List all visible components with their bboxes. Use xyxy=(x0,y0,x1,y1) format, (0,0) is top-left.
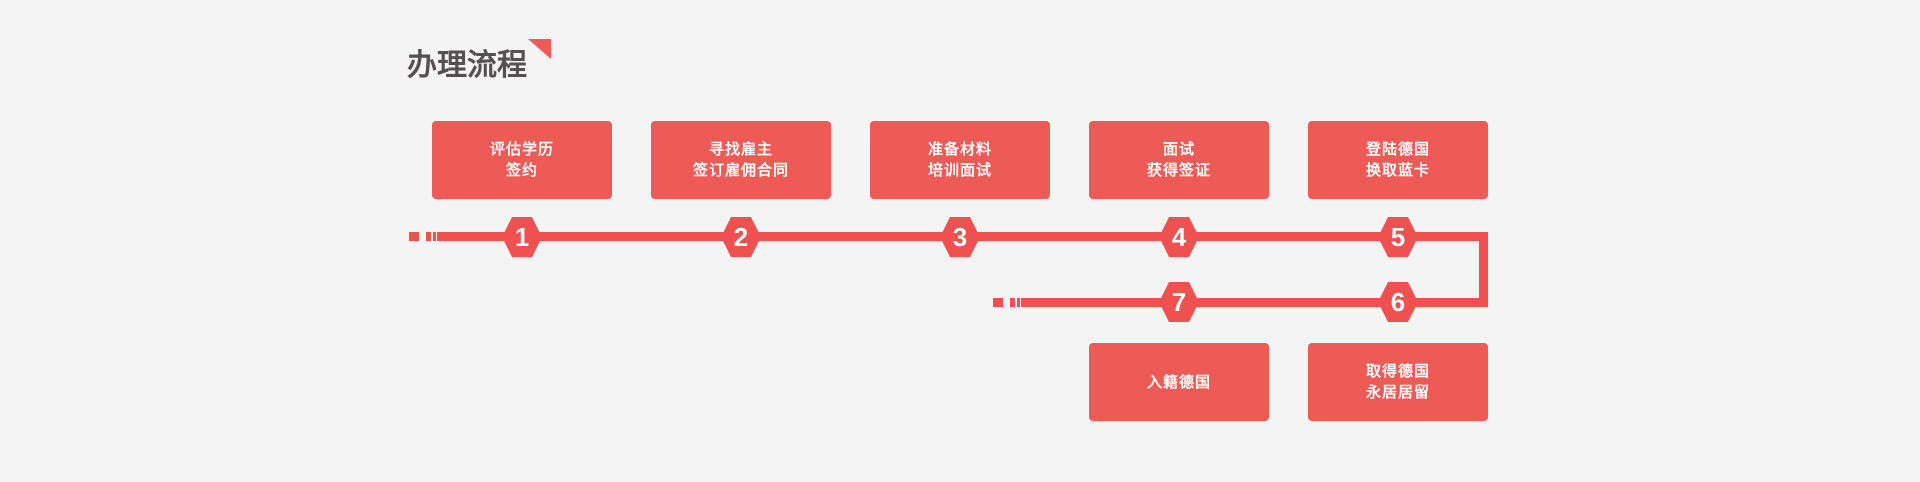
step-box-4: 面试 获得签证 xyxy=(1089,121,1269,199)
step-box-5: 登陆德国 换取蓝卡 xyxy=(1308,121,1488,199)
hexagon-step-6: 6 xyxy=(1378,282,1418,322)
timeline-row1-start-dash1-icon xyxy=(426,232,431,241)
step-box-1: 评估学历 签约 xyxy=(432,121,612,199)
step-7-label-line1: 入籍德国 xyxy=(1146,373,1211,391)
timeline-row2-start-square-icon xyxy=(993,298,1003,307)
timeline-row1-start-dash2-icon xyxy=(433,232,436,241)
hexagon-step-5: 5 xyxy=(1378,217,1418,257)
step-box-3: 准备材料 培训面试 xyxy=(870,121,1050,199)
hexagon-step-7-number: 7 xyxy=(1171,287,1187,317)
hexagon-step-6-number: 6 xyxy=(1390,287,1406,317)
step-6-label-line2: 永居居留 xyxy=(1365,384,1430,401)
corner-triangle-icon xyxy=(528,39,551,59)
timeline-row1-start-square-icon xyxy=(409,232,419,241)
hexagon-step-3: 3 xyxy=(940,217,980,257)
hexagon-step-2: 2 xyxy=(721,217,761,257)
hexagon-step-4: 4 xyxy=(1159,217,1199,257)
timeline-row2-start-dash2-icon xyxy=(1017,298,1020,307)
hexagon-step-5-number: 5 xyxy=(1390,222,1406,252)
step-5-label-line1: 登陆德国 xyxy=(1365,141,1430,158)
step-box-2: 寻找雇主 签订雇佣合同 xyxy=(651,121,831,199)
step-3-label-line2: 培训面试 xyxy=(927,162,992,179)
step-4-label-line2: 获得签证 xyxy=(1146,162,1211,179)
page-title: 办理流程 xyxy=(407,49,527,82)
step-1-label-line2: 签约 xyxy=(505,162,538,179)
step-2-label-line2: 签订雇佣合同 xyxy=(692,162,789,179)
step-1-label-line1: 评估学历 xyxy=(489,141,554,158)
step-4-label-line1: 面试 xyxy=(1162,141,1195,158)
timeline-row2-line xyxy=(1021,298,1488,307)
step-box-7: 入籍德国 xyxy=(1089,343,1269,421)
hexagon-step-7: 7 xyxy=(1159,282,1199,322)
hexagon-step-4-number: 4 xyxy=(1171,222,1187,252)
hexagon-step-1: 1 xyxy=(502,217,542,257)
step-6-label-line1: 取得德国 xyxy=(1365,363,1430,380)
timeline-corner-connector xyxy=(1479,232,1488,307)
hexagon-step-3-number: 3 xyxy=(952,222,968,252)
step-5-label-line2: 换取蓝卡 xyxy=(1365,162,1430,179)
hexagon-step-1-number: 1 xyxy=(514,222,530,252)
step-box-6: 取得德国 永居居留 xyxy=(1308,343,1488,421)
step-3-label-line1: 准备材料 xyxy=(927,141,992,158)
timeline-row2-start-dash1-icon xyxy=(1010,298,1015,307)
hexagon-step-2-number: 2 xyxy=(733,222,749,252)
step-2-label-line1: 寻找雇主 xyxy=(708,141,773,158)
